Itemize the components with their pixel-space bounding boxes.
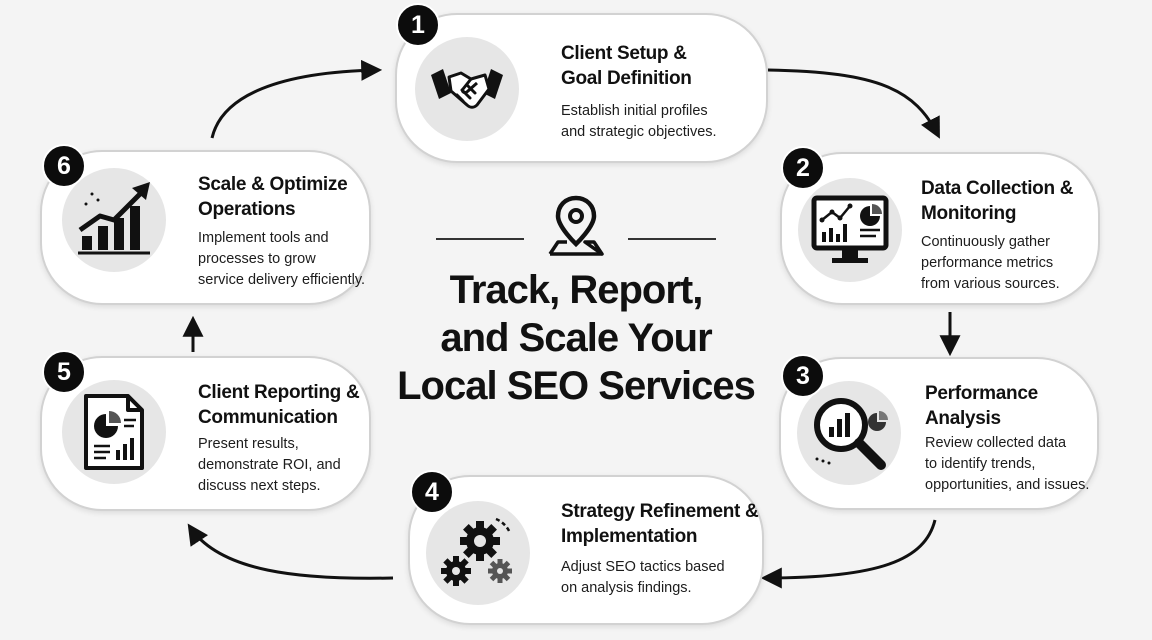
report-document-icon: [84, 394, 144, 470]
icon-circle: [62, 380, 166, 484]
gears-icon: [441, 517, 512, 586]
step-2-desc-line-1: Continuously gather: [921, 234, 1050, 250]
step-1-desc-line-1: Establish initial profiles: [561, 103, 708, 119]
step-4-title-line-1: Strategy Refinement &: [561, 501, 759, 522]
magnifier-chart-icon: [814, 398, 888, 470]
step-3-title-line-1: Performance: [925, 383, 1038, 404]
step-6-desc-line-3: service delivery efficiently.: [198, 272, 366, 288]
step-badge-2: 2: [781, 146, 825, 190]
step-2-desc-line-3: from various sources.: [921, 276, 1060, 292]
step-card-5: Client Reporting & Communication Present…: [40, 356, 371, 511]
arrow-6-to-1: [210, 59, 383, 139]
step-card-2: Data Collection & Monitoring Continuousl…: [780, 152, 1100, 305]
step-4-desc-line-2: on analysis findings.: [561, 580, 692, 596]
step-1-desc-line-2: and strategic objectives.: [561, 124, 717, 140]
arrow-4-to-5: [187, 523, 394, 580]
step-badge-1: 1: [396, 3, 440, 47]
step-2-desc-line-2: performance metrics: [921, 255, 1054, 271]
icon-circle: [62, 168, 166, 272]
step-3-desc-line-2: to identify trends,: [925, 456, 1036, 472]
step-card-6: Scale & Optimize Operations Implement to…: [40, 150, 371, 305]
step-5-desc-line-2: demonstrate ROI, and: [198, 457, 341, 473]
step-badge-4: 4: [410, 470, 454, 514]
icon-circle: [415, 37, 519, 141]
step-5-title-line-1: Client Reporting &: [198, 382, 360, 403]
step-badge-3: 3: [781, 354, 825, 398]
step-2-title-line-1: Data Collection &: [921, 178, 1074, 199]
step-5-desc-line-3: discuss next steps.: [198, 478, 321, 494]
step-3-desc-line-1: Review collected data: [925, 435, 1067, 451]
step-card-4: Strategy Refinement & Implementation Adj…: [408, 475, 764, 625]
step-card-3: Performance Analysis Review collected da…: [779, 357, 1099, 510]
arrow-1-to-2: [767, 68, 940, 139]
step-6-desc-line-2: processes to grow: [198, 251, 316, 267]
step-2-title-line-2: Monitoring: [921, 203, 1017, 224]
growth-chart-icon: [78, 182, 150, 255]
step-3-desc-line-3: opportunities, and issues.: [925, 477, 1090, 493]
arrow-3-to-4: [760, 519, 937, 589]
handshake-icon: [431, 69, 503, 109]
step-4-title-line-2: Implementation: [561, 526, 698, 547]
step-5-title-line-2: Communication: [198, 407, 338, 428]
step-badge-6: 6: [42, 144, 86, 188]
step-card-1: Client Setup & Goal Definition Establish…: [395, 13, 768, 163]
step-1-title-line-1: Client Setup &: [561, 43, 687, 64]
icon-circle: [798, 178, 902, 282]
step-1-title-line-2: Goal Definition: [561, 68, 692, 89]
step-6-title-line-2: Operations: [198, 199, 296, 220]
step-badge-5: 5: [42, 350, 86, 394]
monitor-dashboard-icon: [811, 195, 889, 263]
step-3-title-line-2: Analysis: [925, 408, 1001, 429]
step-5-desc-line-1: Present results,: [198, 436, 299, 452]
step-6-title-line-1: Scale & Optimize: [198, 174, 348, 195]
step-6-desc-line-1: Implement tools and: [198, 230, 329, 246]
step-4-desc-line-1: Adjust SEO tactics based: [561, 559, 725, 575]
icon-circle: [797, 381, 901, 485]
icon-circle: [426, 501, 530, 605]
